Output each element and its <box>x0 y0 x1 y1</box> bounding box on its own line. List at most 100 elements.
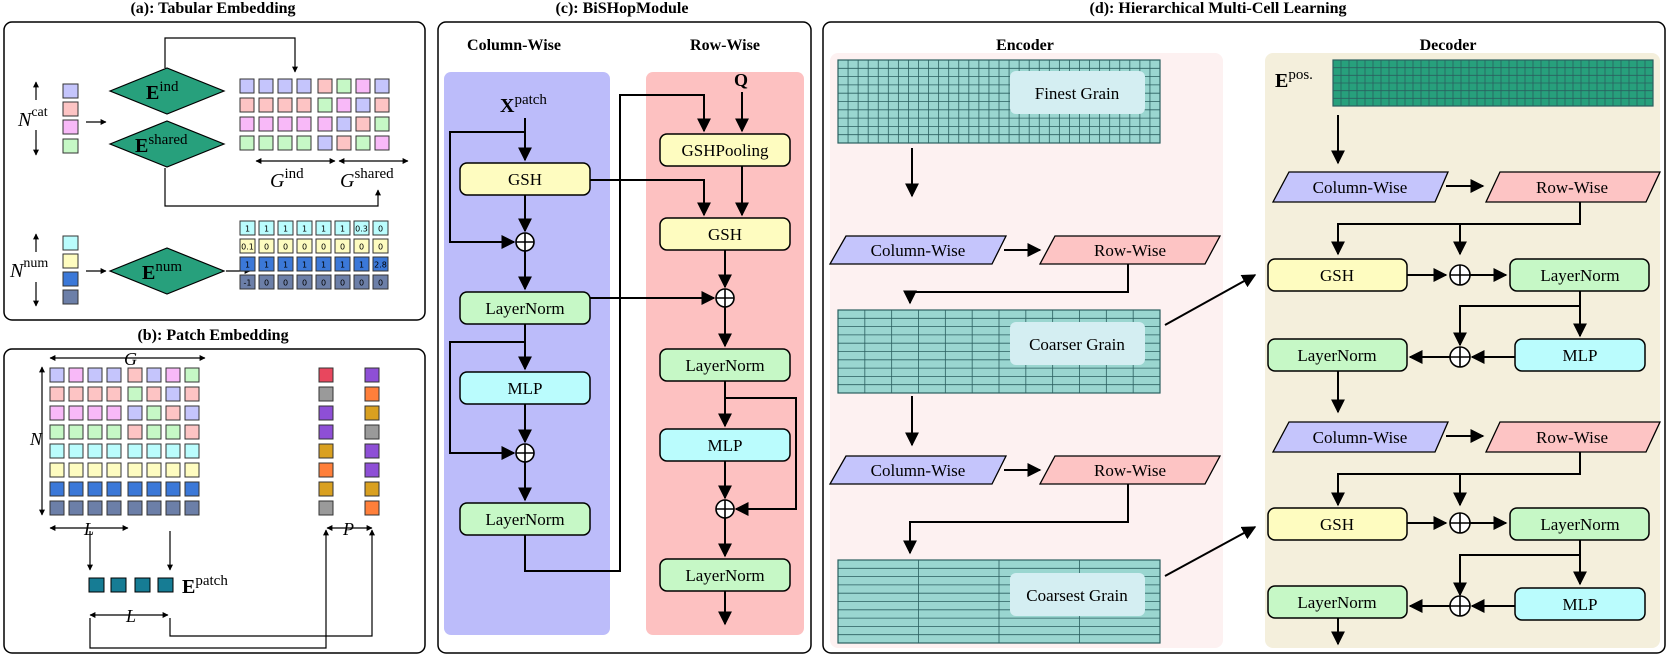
num-cell <box>277 220 294 236</box>
cat-embedding-grid <box>239 78 390 151</box>
num-cell-value: 1 <box>245 225 250 234</box>
svg-text:Row-Wise: Row-Wise <box>1094 241 1166 260</box>
svg-text:LayerNorm: LayerNorm <box>485 510 564 529</box>
cat-cell <box>277 135 293 151</box>
num-cell-value: 0 <box>283 279 288 288</box>
patch-cell <box>184 481 200 497</box>
num-cell <box>239 274 256 290</box>
panel-d-title: (d): Hierarchical Multi-Cell Learning <box>1090 0 1347 17</box>
patch-cell <box>49 462 65 478</box>
cat-cell <box>336 78 352 94</box>
column-wise-header: Column-Wise <box>467 37 561 54</box>
num-cell-value: 1 <box>245 261 250 270</box>
dec-gsh-box-1: GSH <box>1267 258 1408 292</box>
proj-cell <box>318 443 334 459</box>
svg-text:GSH: GSH <box>1320 515 1354 534</box>
patch-cell <box>146 443 162 459</box>
cat-cell <box>317 78 333 94</box>
cat-cell <box>258 78 274 94</box>
svg-text:LayerNorm: LayerNorm <box>685 566 764 585</box>
svg-text:GSH: GSH <box>1320 266 1354 285</box>
patch-cell <box>49 405 65 421</box>
patch-cell <box>165 443 181 459</box>
num-cell <box>315 274 332 290</box>
cat-cell <box>355 116 371 132</box>
num-cell <box>372 238 389 254</box>
num-cell-value: 1 <box>264 225 269 234</box>
e-patch-label: Epatch <box>182 573 228 598</box>
patch-cell <box>127 424 143 440</box>
patch-cell <box>87 367 103 383</box>
cat-cell <box>296 78 312 94</box>
panel-d-hierarchical-learning: (d): Hierarchical Multi-Cell Learning En… <box>822 0 1666 654</box>
dec-plus-1 <box>1449 264 1471 286</box>
proj-cell <box>364 481 380 497</box>
panel-b-title: (b): Patch Embedding <box>137 327 288 344</box>
panel-c-title: (c): BiSHopModule <box>556 0 689 17</box>
svg-text:GSH: GSH <box>508 170 542 189</box>
cat-cell <box>336 116 352 132</box>
num-cell-value: 1 <box>283 261 288 270</box>
cat-cell <box>258 116 274 132</box>
e-ind-diamond <box>108 67 226 115</box>
num-cell-value: 0 <box>264 243 269 252</box>
row-gsh-box: GSH <box>659 217 791 251</box>
num-cell <box>258 256 275 272</box>
patch-cell <box>49 481 65 497</box>
num-cell <box>353 220 370 236</box>
proj-cell <box>318 500 334 516</box>
cat-cell <box>336 135 352 151</box>
l-label-top: L <box>83 519 94 539</box>
patch-cell <box>87 481 103 497</box>
patch-cell <box>165 481 181 497</box>
patch-cell <box>165 424 181 440</box>
proj-cell <box>318 386 334 402</box>
patch-cell <box>146 386 162 402</box>
patch-cell <box>146 481 162 497</box>
p-label: P <box>342 519 354 539</box>
col-layernorm-box-1: LayerNorm <box>459 291 591 325</box>
patch-cell <box>127 462 143 478</box>
proj-cell <box>364 405 380 421</box>
e-shared-label: Eshared <box>135 132 188 157</box>
num-cell <box>239 238 256 254</box>
patch-cell <box>49 367 65 383</box>
num-cell <box>315 238 332 254</box>
cat-cell <box>239 116 255 132</box>
proj-cell <box>318 405 334 421</box>
num-cell <box>277 238 294 254</box>
cat-cell <box>239 97 255 113</box>
patch-cell <box>68 367 84 383</box>
projected-columns <box>318 367 380 516</box>
num-cell-value: 1 <box>340 225 345 234</box>
cat-cell <box>296 135 312 151</box>
patch-cell <box>106 462 122 478</box>
svg-text:GSH: GSH <box>708 225 742 244</box>
n-num-label: Nnum <box>9 256 48 282</box>
svg-text:Column-Wise: Column-Wise <box>871 461 966 480</box>
patch-cell <box>184 443 200 459</box>
svg-text:Finest Grain: Finest Grain <box>1035 84 1120 103</box>
svg-text:LayerNorm: LayerNorm <box>1540 515 1619 534</box>
proj-cell <box>318 367 334 383</box>
patch-cell <box>68 481 84 497</box>
patch-cell <box>68 443 84 459</box>
num-cell-value: 0 <box>359 243 364 252</box>
patch-cell <box>184 462 200 478</box>
panel-c-frame <box>437 21 812 654</box>
cat-cell <box>355 135 371 151</box>
cat-cell <box>355 97 371 113</box>
num-cell-value: 1 <box>321 261 326 270</box>
proj-cell <box>364 462 380 478</box>
num-cell-value: 1 <box>302 261 307 270</box>
proj-cell <box>318 424 334 440</box>
enc-column-wise-2: Column-Wise <box>828 455 1008 485</box>
row-plus-1 <box>715 288 735 308</box>
num-cell <box>296 220 313 236</box>
cat-cell <box>374 116 390 132</box>
dec-plus-3 <box>1449 512 1471 534</box>
cat-cell <box>258 97 274 113</box>
patch-cell <box>49 386 65 402</box>
